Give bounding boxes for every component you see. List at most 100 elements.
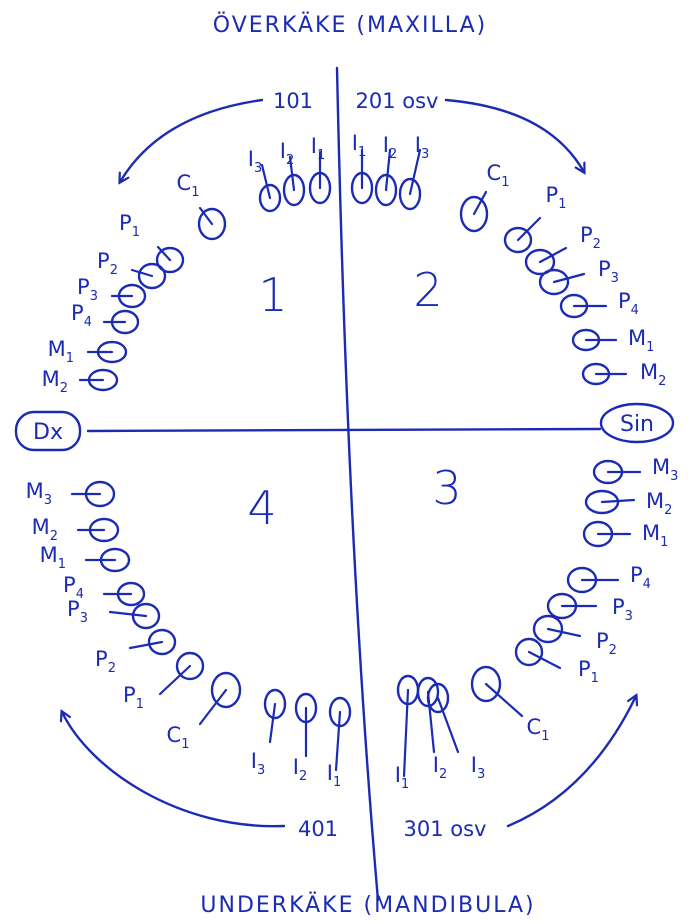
tooth-label: M2 <box>640 360 666 389</box>
arrow-q1 <box>120 100 262 182</box>
tooth-q1-i1: I1 <box>310 134 330 203</box>
tooth-q1-m2: M2 <box>42 367 117 396</box>
tooth-label: I2 <box>383 133 397 162</box>
tooth-q2-p2: P2 <box>526 223 601 274</box>
tooth-label: P1 <box>119 211 140 240</box>
tooth-label: P1 <box>123 683 144 712</box>
svg-text:Dx: Dx <box>33 420 63 445</box>
tooth-leader-line <box>548 629 580 636</box>
tooth-q2-m1: M1 <box>573 326 654 355</box>
tooth-label: I3 <box>248 147 262 176</box>
tooth-leader-line <box>110 612 146 616</box>
tooth-leader-line <box>130 642 162 648</box>
tooth-q3-p3: P3 <box>548 594 633 624</box>
tooth-label: P4 <box>630 563 651 592</box>
tooth-label: M2 <box>42 367 68 396</box>
tooth-q4-p1: P1 <box>123 653 203 712</box>
tooth-label: C1 <box>177 171 200 200</box>
tooth-q4-m2: M2 <box>32 515 118 544</box>
svg-text:Sin: Sin <box>620 412 654 437</box>
tooth-leader-line <box>336 712 340 770</box>
tooth-label: P1 <box>546 183 567 212</box>
quadrant-2-label: 2 <box>413 263 442 317</box>
tooth-leader-line <box>270 704 275 742</box>
quadrant-3-label: 3 <box>432 461 461 515</box>
tooth-q3-c1: C1 <box>472 667 549 744</box>
tooth-q1-i3: I3 <box>248 147 280 211</box>
tooth-label: P2 <box>596 629 617 658</box>
tooth-q3-i2: I2 <box>418 678 447 782</box>
tooth-q3-p1: P1 <box>516 639 599 686</box>
tooth-label: C1 <box>487 161 510 190</box>
tooth-leader-line <box>262 165 270 198</box>
tooth-label: M3 <box>26 479 52 508</box>
tooth-leader-line <box>160 666 190 694</box>
tooth-q3-i1: I1 <box>395 676 418 792</box>
tooth-label: P4 <box>71 301 92 330</box>
tooth-q4-i1: I1 <box>327 698 350 790</box>
tooth-q4-p2: P2 <box>95 630 175 676</box>
tooth-label: P4 <box>618 289 639 318</box>
tooth-label: M1 <box>628 326 654 355</box>
tooth-q4-c1: C1 <box>167 673 240 752</box>
tooth-q2-m2: M2 <box>583 360 666 389</box>
tooth-q2-i1: I1 <box>352 131 372 203</box>
tooth-label: I3 <box>251 749 265 778</box>
tooth-q1-i2: I2 <box>280 139 304 205</box>
quadrant-4-label: 4 <box>247 481 276 535</box>
numbering-q1-label: 101 <box>273 89 313 113</box>
numbering-q3-label: 301 osv <box>404 817 487 841</box>
tooth-label: I1 <box>311 134 325 163</box>
tooth-label: P3 <box>598 257 619 286</box>
tooth-q2-c1: C1 <box>461 161 509 231</box>
tooth-label: M3 <box>652 455 678 484</box>
tooth-label: M1 <box>642 521 668 550</box>
tooth-label: C1 <box>167 723 190 752</box>
tooth-label: I2 <box>433 753 447 782</box>
tooth-label: I2 <box>280 139 294 168</box>
tooth-q1-p3: P3 <box>77 275 145 307</box>
tooth-q2-i3: I3 <box>400 133 429 209</box>
tooth-leader-line <box>529 652 560 668</box>
tooth-q3-p2: P2 <box>534 616 617 658</box>
tooth-label: M2 <box>32 515 58 544</box>
tooth-q3-m1: M1 <box>584 521 668 550</box>
side-label-dx: Dx <box>16 412 80 450</box>
tooth-label: I1 <box>327 761 341 790</box>
tooth-label: M2 <box>646 489 672 518</box>
tooth-q2-p1: P1 <box>505 183 566 252</box>
tooth-label: I1 <box>395 763 409 792</box>
quadrant-1-label: 1 <box>258 268 287 322</box>
tooth-q2-p3: P3 <box>540 257 619 294</box>
tooth-q1-p2: P2 <box>97 249 165 288</box>
numbering-q4-label: 401 <box>298 817 338 841</box>
tooth-label: P2 <box>97 249 118 278</box>
tooth-q2-p4: P4 <box>561 289 639 318</box>
tooth-q3-m2: M2 <box>586 489 672 518</box>
tooth-label: P1 <box>578 657 599 686</box>
tooth-q2-i2: I2 <box>376 133 397 205</box>
tooth-q4-i3: I3 <box>251 690 285 778</box>
tooth-label: C1 <box>527 715 550 744</box>
tooth-q4-p4: P4 <box>63 573 144 605</box>
tooth-q3-p4: P4 <box>568 563 651 592</box>
horizontal-midline <box>88 429 600 431</box>
tooth-q4-m3: M3 <box>26 479 114 508</box>
tooth-label: I1 <box>352 131 366 160</box>
tooth-label: P3 <box>612 595 633 624</box>
tooth-leader-line <box>132 270 152 276</box>
numbering-q2-label: 201 osv <box>356 89 439 113</box>
tooth-q4-i2: I2 <box>293 694 316 784</box>
tooth-label: P3 <box>77 275 98 304</box>
tooth-label: M1 <box>48 337 74 366</box>
tooth-label: P2 <box>95 647 116 676</box>
lower-jaw-title: UNDERKÄKE (MANDIBULA) <box>200 892 535 918</box>
tooth-label: P2 <box>580 223 601 252</box>
side-label-sin: Sin <box>601 404 673 442</box>
tooth-leader-line <box>438 698 458 752</box>
tooth-label: I2 <box>293 755 307 784</box>
tooth-label: I3 <box>471 753 485 782</box>
tooth-label: M1 <box>40 543 66 572</box>
